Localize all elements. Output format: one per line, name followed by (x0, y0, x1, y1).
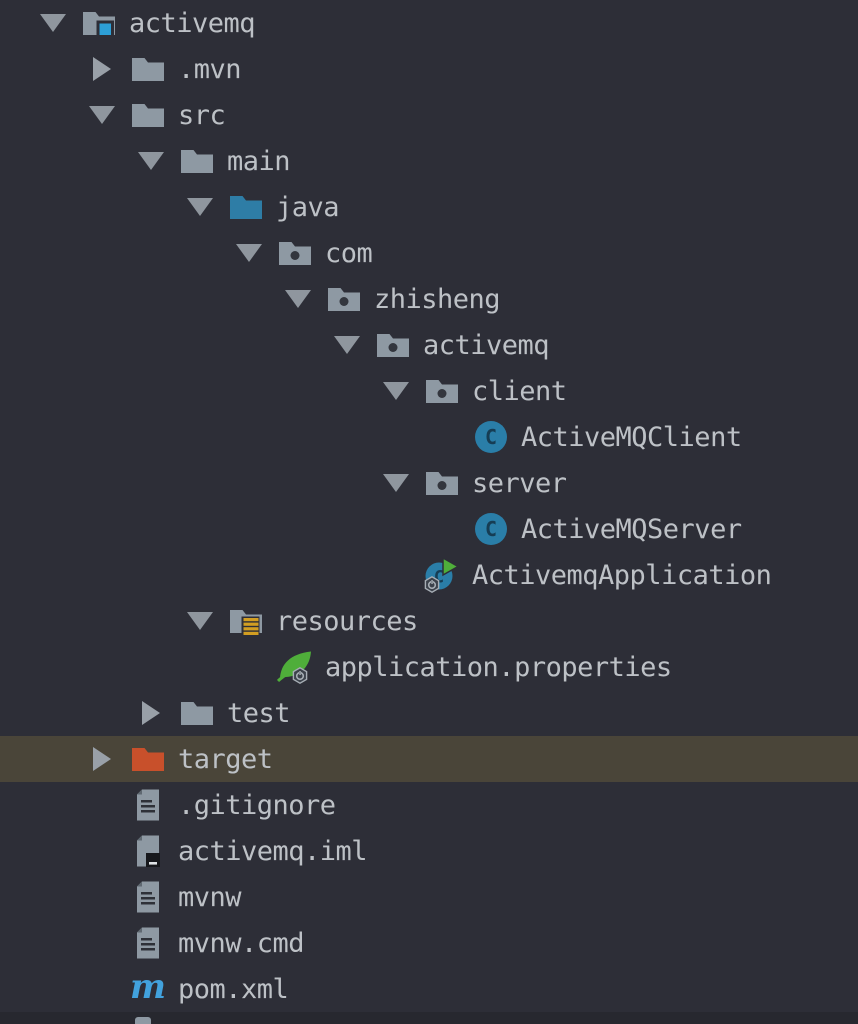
tree-item-application-properties[interactable]: application.properties (0, 644, 858, 690)
source-folder-icon (228, 189, 264, 225)
tree-item-label: ActiveMQClient (521, 421, 742, 453)
tree-item-label: ActivemqApplication (472, 559, 772, 591)
package-icon (424, 373, 460, 409)
collapse-arrow-icon[interactable] (381, 465, 411, 501)
tree-item-label: pom.xml (178, 973, 289, 1005)
tree-item-label: test (227, 697, 291, 729)
arrow-spacer (234, 649, 264, 685)
folder-icon (179, 695, 215, 731)
arrow-spacer (87, 787, 117, 823)
collapse-arrow-icon[interactable] (185, 189, 215, 225)
tree-item-server[interactable]: server (0, 460, 858, 506)
expand-arrow-icon[interactable] (87, 51, 117, 87)
collapse-arrow-icon[interactable] (283, 281, 313, 317)
tree-item-mvnw-cmd[interactable]: mvnw.cmd (0, 920, 858, 966)
tree-item-activemq[interactable]: activemq (0, 322, 858, 368)
tree-item-label: zhisheng (374, 283, 501, 315)
folder-icon (179, 143, 215, 179)
tree-item-activemq[interactable]: activemq (0, 0, 858, 46)
text-file-icon (130, 787, 166, 823)
tree-item-label: com (325, 237, 373, 269)
tree-item-label: server (472, 467, 567, 499)
collapse-arrow-icon[interactable] (381, 373, 411, 409)
spring-properties-icon (277, 649, 313, 685)
tree-item-label: .gitignore (178, 789, 336, 821)
maven-m-icon: m (130, 967, 166, 1007)
folder-icon (130, 51, 166, 87)
tree-item-test[interactable]: test (0, 690, 858, 736)
svg-text:C: C (434, 568, 444, 588)
tree-item-label: activemq (129, 7, 256, 39)
package-icon (326, 281, 362, 317)
project-folder-icon (81, 5, 117, 41)
tree-item-activemqclient[interactable]: C ActiveMQClient (0, 414, 858, 460)
arrow-spacer (430, 511, 460, 547)
partial-next-row-icon (135, 1017, 151, 1024)
arrow-spacer (87, 925, 117, 961)
tree-item-mvn[interactable]: .mvn (0, 46, 858, 92)
tree-item-label: target (178, 743, 273, 775)
svg-text:C: C (485, 517, 497, 541)
collapse-arrow-icon[interactable] (38, 5, 68, 41)
arrow-spacer (87, 833, 117, 869)
maven-file-icon: m (130, 967, 166, 1007)
tree-item-client[interactable]: client (0, 368, 858, 414)
tree-item-main[interactable]: main (0, 138, 858, 184)
arrow-spacer (381, 557, 411, 593)
tree-item-label: resources (276, 605, 418, 637)
arrow-spacer (430, 419, 460, 455)
spring-boot-class-icon: C (424, 557, 460, 593)
folder-icon (130, 97, 166, 133)
package-icon (277, 235, 313, 271)
tree-item-activemq-iml[interactable]: activemq.iml (0, 828, 858, 874)
arrow-spacer (87, 971, 117, 1007)
collapse-arrow-icon[interactable] (332, 327, 362, 363)
arrow-spacer (87, 879, 117, 915)
tree-item-label: .mvn (178, 53, 242, 85)
tree-item-label: mvnw (178, 881, 242, 913)
tree-item-target[interactable]: target (0, 736, 858, 782)
tree-item-label: activemq (423, 329, 550, 361)
collapse-arrow-icon[interactable] (185, 603, 215, 639)
tree-item-resources[interactable]: resources (0, 598, 858, 644)
tree-item-label: main (227, 145, 291, 177)
class-icon: C (473, 511, 509, 547)
iml-file-icon (130, 833, 166, 869)
tree-item-label: activemq.iml (178, 835, 368, 867)
svg-text:C: C (485, 425, 497, 449)
collapse-arrow-icon[interactable] (136, 143, 166, 179)
tree-item-gitignore[interactable]: .gitignore (0, 782, 858, 828)
tree-item-label: application.properties (325, 651, 672, 683)
text-file-icon (130, 879, 166, 915)
collapse-arrow-icon[interactable] (87, 97, 117, 133)
tree-item-com[interactable]: com (0, 230, 858, 276)
tree-item-label: ActiveMQServer (521, 513, 742, 545)
tree-item-label: mvnw.cmd (178, 927, 305, 959)
class-icon: C (473, 419, 509, 455)
panel-bottom-edge (0, 1012, 858, 1024)
tree-item-pom-xml[interactable]: m pom.xml (0, 966, 858, 1012)
tree-item-java[interactable]: java (0, 184, 858, 230)
collapse-arrow-icon[interactable] (234, 235, 264, 271)
resources-folder-icon (228, 603, 264, 639)
tree-item-zhisheng[interactable]: zhisheng (0, 276, 858, 322)
tree-item-mvnw[interactable]: mvnw (0, 874, 858, 920)
package-icon (424, 465, 460, 501)
tree-item-label: src (178, 99, 226, 131)
tree-item-label: client (472, 375, 567, 407)
tree-item-src[interactable]: src (0, 92, 858, 138)
expand-arrow-icon[interactable] (136, 695, 166, 731)
tree-item-activemqserver[interactable]: C ActiveMQServer (0, 506, 858, 552)
expand-arrow-icon[interactable] (87, 741, 117, 777)
excluded-folder-icon (130, 741, 166, 777)
tree-item-activemqapplication[interactable]: C ActivemqApplication (0, 552, 858, 598)
tree-item-label: java (276, 191, 340, 223)
package-icon (375, 327, 411, 363)
text-file-icon (130, 925, 166, 961)
